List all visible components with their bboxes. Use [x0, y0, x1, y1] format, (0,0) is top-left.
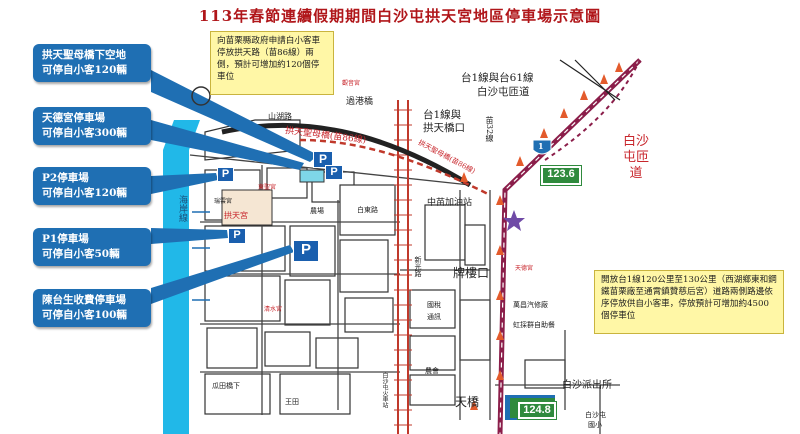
note-roadside-parking: 向苗栗縣政府申請白小客車停放拱天路（苗86線）兩側，預計可增加約120個停車位: [210, 31, 334, 95]
parking-lot-name: P2停車場: [42, 172, 89, 184]
label-miao32: 苗32線: [485, 116, 494, 143]
label-agri: 農場: [310, 207, 324, 215]
label-hotel: 虹採群自助餐: [513, 321, 555, 329]
local-roads: [189, 154, 620, 434]
parking-marker: P: [313, 151, 333, 168]
note-tai1-parking: 開放台1線120公里至130公里（西湖鄉東和鋼鐵苗栗廠至通霄鎮贊慈后宮）道路兩側…: [594, 270, 784, 334]
label-tai1-61-ramp: 白沙屯匝道: [477, 86, 530, 98]
label-school-1: 白沙屯: [585, 411, 606, 419]
label-gongtian-temple: 拱天宮: [224, 211, 248, 220]
park-area: [299, 169, 325, 183]
label-tai1-61: 台1線與台61線: [461, 72, 534, 84]
label-nonghui: 農會: [425, 367, 439, 375]
label-wanchang: 萬昌汽修廠: [513, 301, 548, 309]
miao86-dashed: [299, 138, 491, 197]
parking-lot-name: 拱天聖母橋下空地: [42, 49, 126, 61]
label-guogang-bridge: 過港橋: [346, 97, 374, 107]
parking-lot-name: 天德宮停車場: [42, 112, 105, 124]
gongtian-temple-block: [221, 189, 273, 226]
parking-lot-tiande: 天德宮停車場 可停自小客300輛: [33, 107, 151, 145]
label-wangtian: 王田: [285, 398, 299, 406]
label-bank: 國稅: [427, 301, 441, 309]
label-coast: 海岸線: [177, 195, 187, 222]
label-baisha-ramp: 白沙屯匝道: [622, 134, 649, 181]
parking-marker: P: [228, 228, 246, 244]
label-tiande-temple: 天德宮: [515, 265, 534, 272]
highway-number: 1: [538, 141, 544, 151]
label-tai1-bridge-2: 拱天橋口: [423, 122, 465, 134]
label-tongxun: 通訊: [427, 313, 441, 321]
railway: [394, 100, 412, 434]
label-gas-station: 中苗加油站: [427, 198, 473, 208]
traffic-cones: [460, 62, 623, 410]
parking-lot-capacity: 可停自小客100輛: [42, 309, 127, 321]
town-blocks: [204, 119, 566, 415]
label-tai1-bridge-1: 台1線與: [423, 109, 462, 121]
label-paifang: 牌樓口: [453, 266, 490, 280]
parking-lot-p1: P1停車場 可停自小客50輛: [33, 228, 151, 266]
highway-tai1: [497, 58, 642, 434]
label-shanhu-road: 山湖路: [268, 112, 292, 121]
label-baisha-road: 白東路: [357, 206, 378, 214]
parking-marker: P: [293, 240, 319, 262]
label-xinguang: 新光路: [414, 256, 422, 277]
map-title: 113年春節連續假期期間白沙屯拱天宮地區停車場示意圖: [198, 7, 602, 25]
label-police-station: 白沙派出所: [562, 380, 612, 391]
direction-arrows: [192, 211, 210, 301]
parking-lot-gongtian-bridge: 拱天聖母橋下空地 可停自小客120輛: [33, 44, 151, 82]
star-icon: [503, 210, 525, 231]
parking-lot-capacity: 可停自小客50輛: [42, 248, 120, 260]
label-school-2: 國小: [588, 421, 602, 429]
parking-marker: P: [217, 167, 234, 182]
label-qingshui: 清水宮: [264, 306, 283, 313]
parking-lot-p2: P2停車場 可停自小客120輛: [33, 167, 151, 205]
km-marker-123-6: 123.6: [540, 165, 582, 186]
parking-lot-name: 陳台生收費停車場: [42, 294, 126, 306]
parking-lot-capacity: 可停自小客120輛: [42, 64, 127, 76]
parking-lot-chen: 陳台生收費停車場 可停自小客100輛: [33, 289, 151, 327]
label-tianqiao: 天橋: [455, 395, 480, 409]
roundabout-icon: [191, 86, 211, 106]
label-train-station: 白沙屯火車站: [381, 372, 388, 408]
highway-shield: [532, 139, 552, 155]
label-ruiyun: 瑞雲宮: [214, 198, 233, 205]
parking-marker: P: [325, 165, 343, 180]
label-bridge-bottom: 瓜田橋下: [212, 382, 240, 390]
parking-lot-capacity: 可停自小客120輛: [42, 187, 127, 199]
parking-lot-name: P1停車場: [42, 233, 89, 245]
label-guanyin: 觀音宮: [342, 80, 361, 87]
km-marker-124-8: 124.8: [517, 401, 557, 420]
label-dongsheng: 東聖宮: [258, 184, 277, 191]
parking-lot-capacity: 可停自小客300輛: [42, 127, 127, 139]
